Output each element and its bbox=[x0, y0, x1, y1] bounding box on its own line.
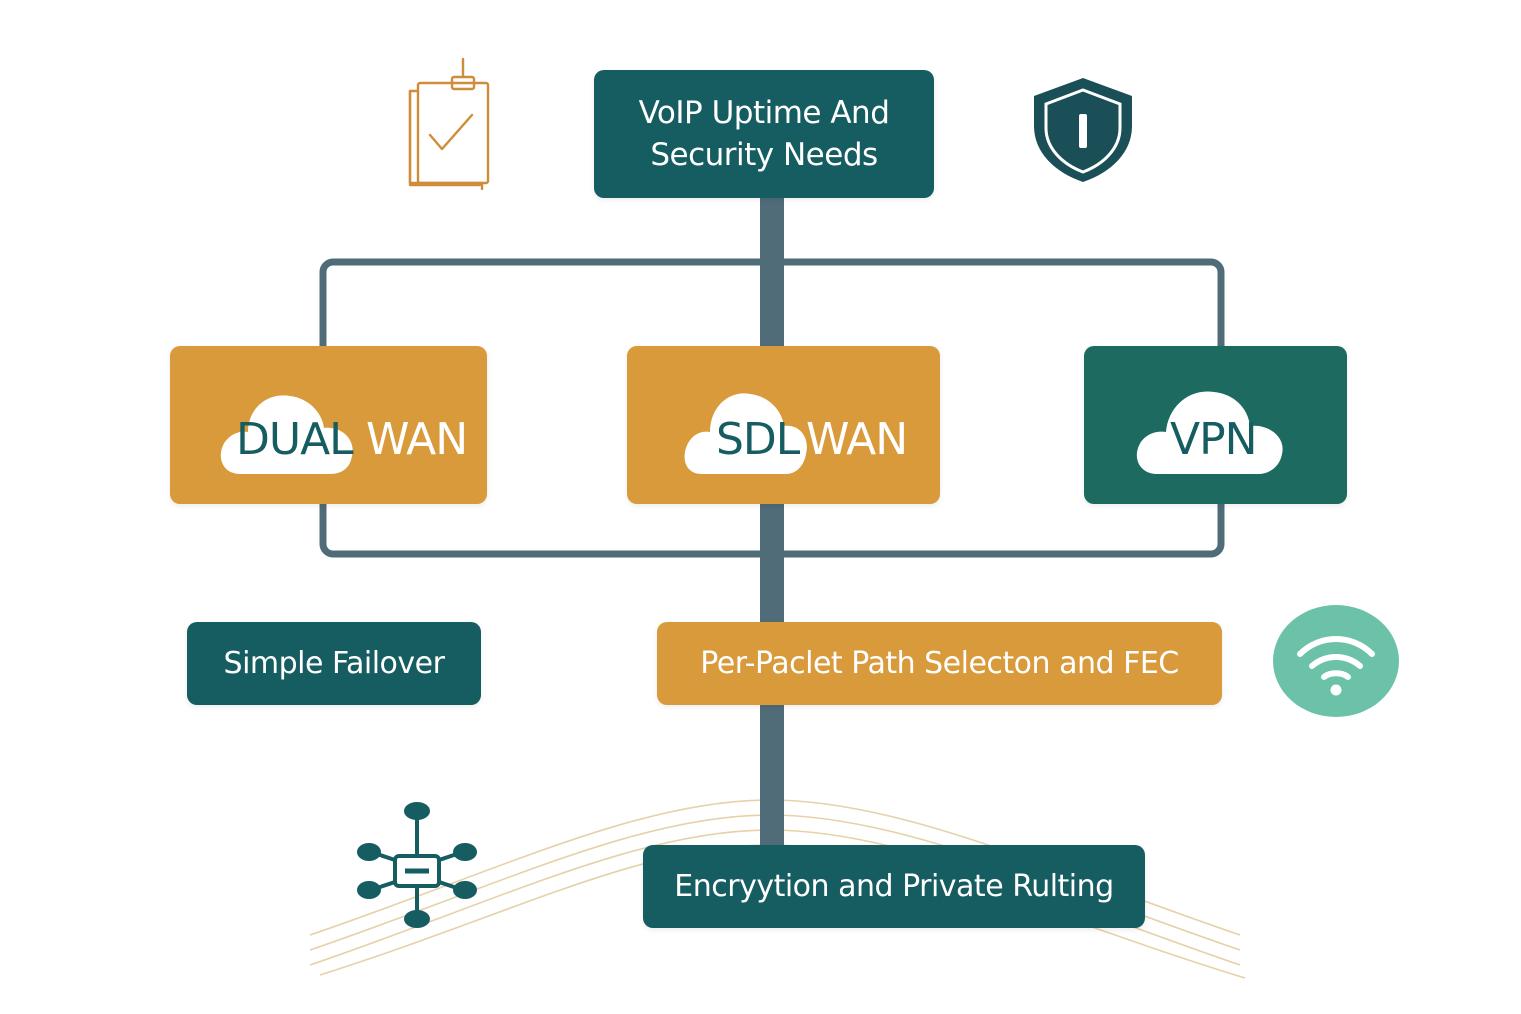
network-hub-icon bbox=[357, 802, 477, 928]
encryption-label: Encryytion and Private Rulting bbox=[674, 869, 1114, 904]
dual-wan-second-label: WAN bbox=[366, 414, 468, 465]
checklist-icon bbox=[408, 57, 490, 190]
central-trunk-connector bbox=[760, 195, 784, 855]
sd-wan-cloud-icon bbox=[684, 393, 807, 474]
dual-wan-cloud-icon bbox=[220, 395, 353, 474]
page-title: VoIP Uptime And Security Needs bbox=[638, 95, 890, 173]
simple-failover-box: Simple Failover bbox=[187, 622, 481, 705]
path-selection-label: Per-Paclet Path Selecton and FEC bbox=[700, 646, 1179, 681]
simple-failover-label: Simple Failover bbox=[223, 646, 445, 681]
dual-wan-box bbox=[170, 346, 487, 504]
title-box: VoIP Uptime And Security Needs bbox=[594, 70, 934, 198]
vpn-label: VPN bbox=[1170, 414, 1258, 465]
sd-wan-first-label: SDL bbox=[716, 414, 800, 465]
path-selection-box: Per-Paclet Path Selecton and FEC bbox=[657, 622, 1222, 705]
sd-wan-second-label: WAN bbox=[806, 414, 908, 465]
shield-icon bbox=[1034, 78, 1132, 182]
encryption-box: Encryytion and Private Rulting bbox=[643, 845, 1145, 928]
wifi-icon bbox=[1273, 605, 1399, 717]
dual-wan-first-label: DUAL bbox=[236, 414, 354, 465]
vpn-cloud-icon bbox=[1136, 391, 1283, 474]
